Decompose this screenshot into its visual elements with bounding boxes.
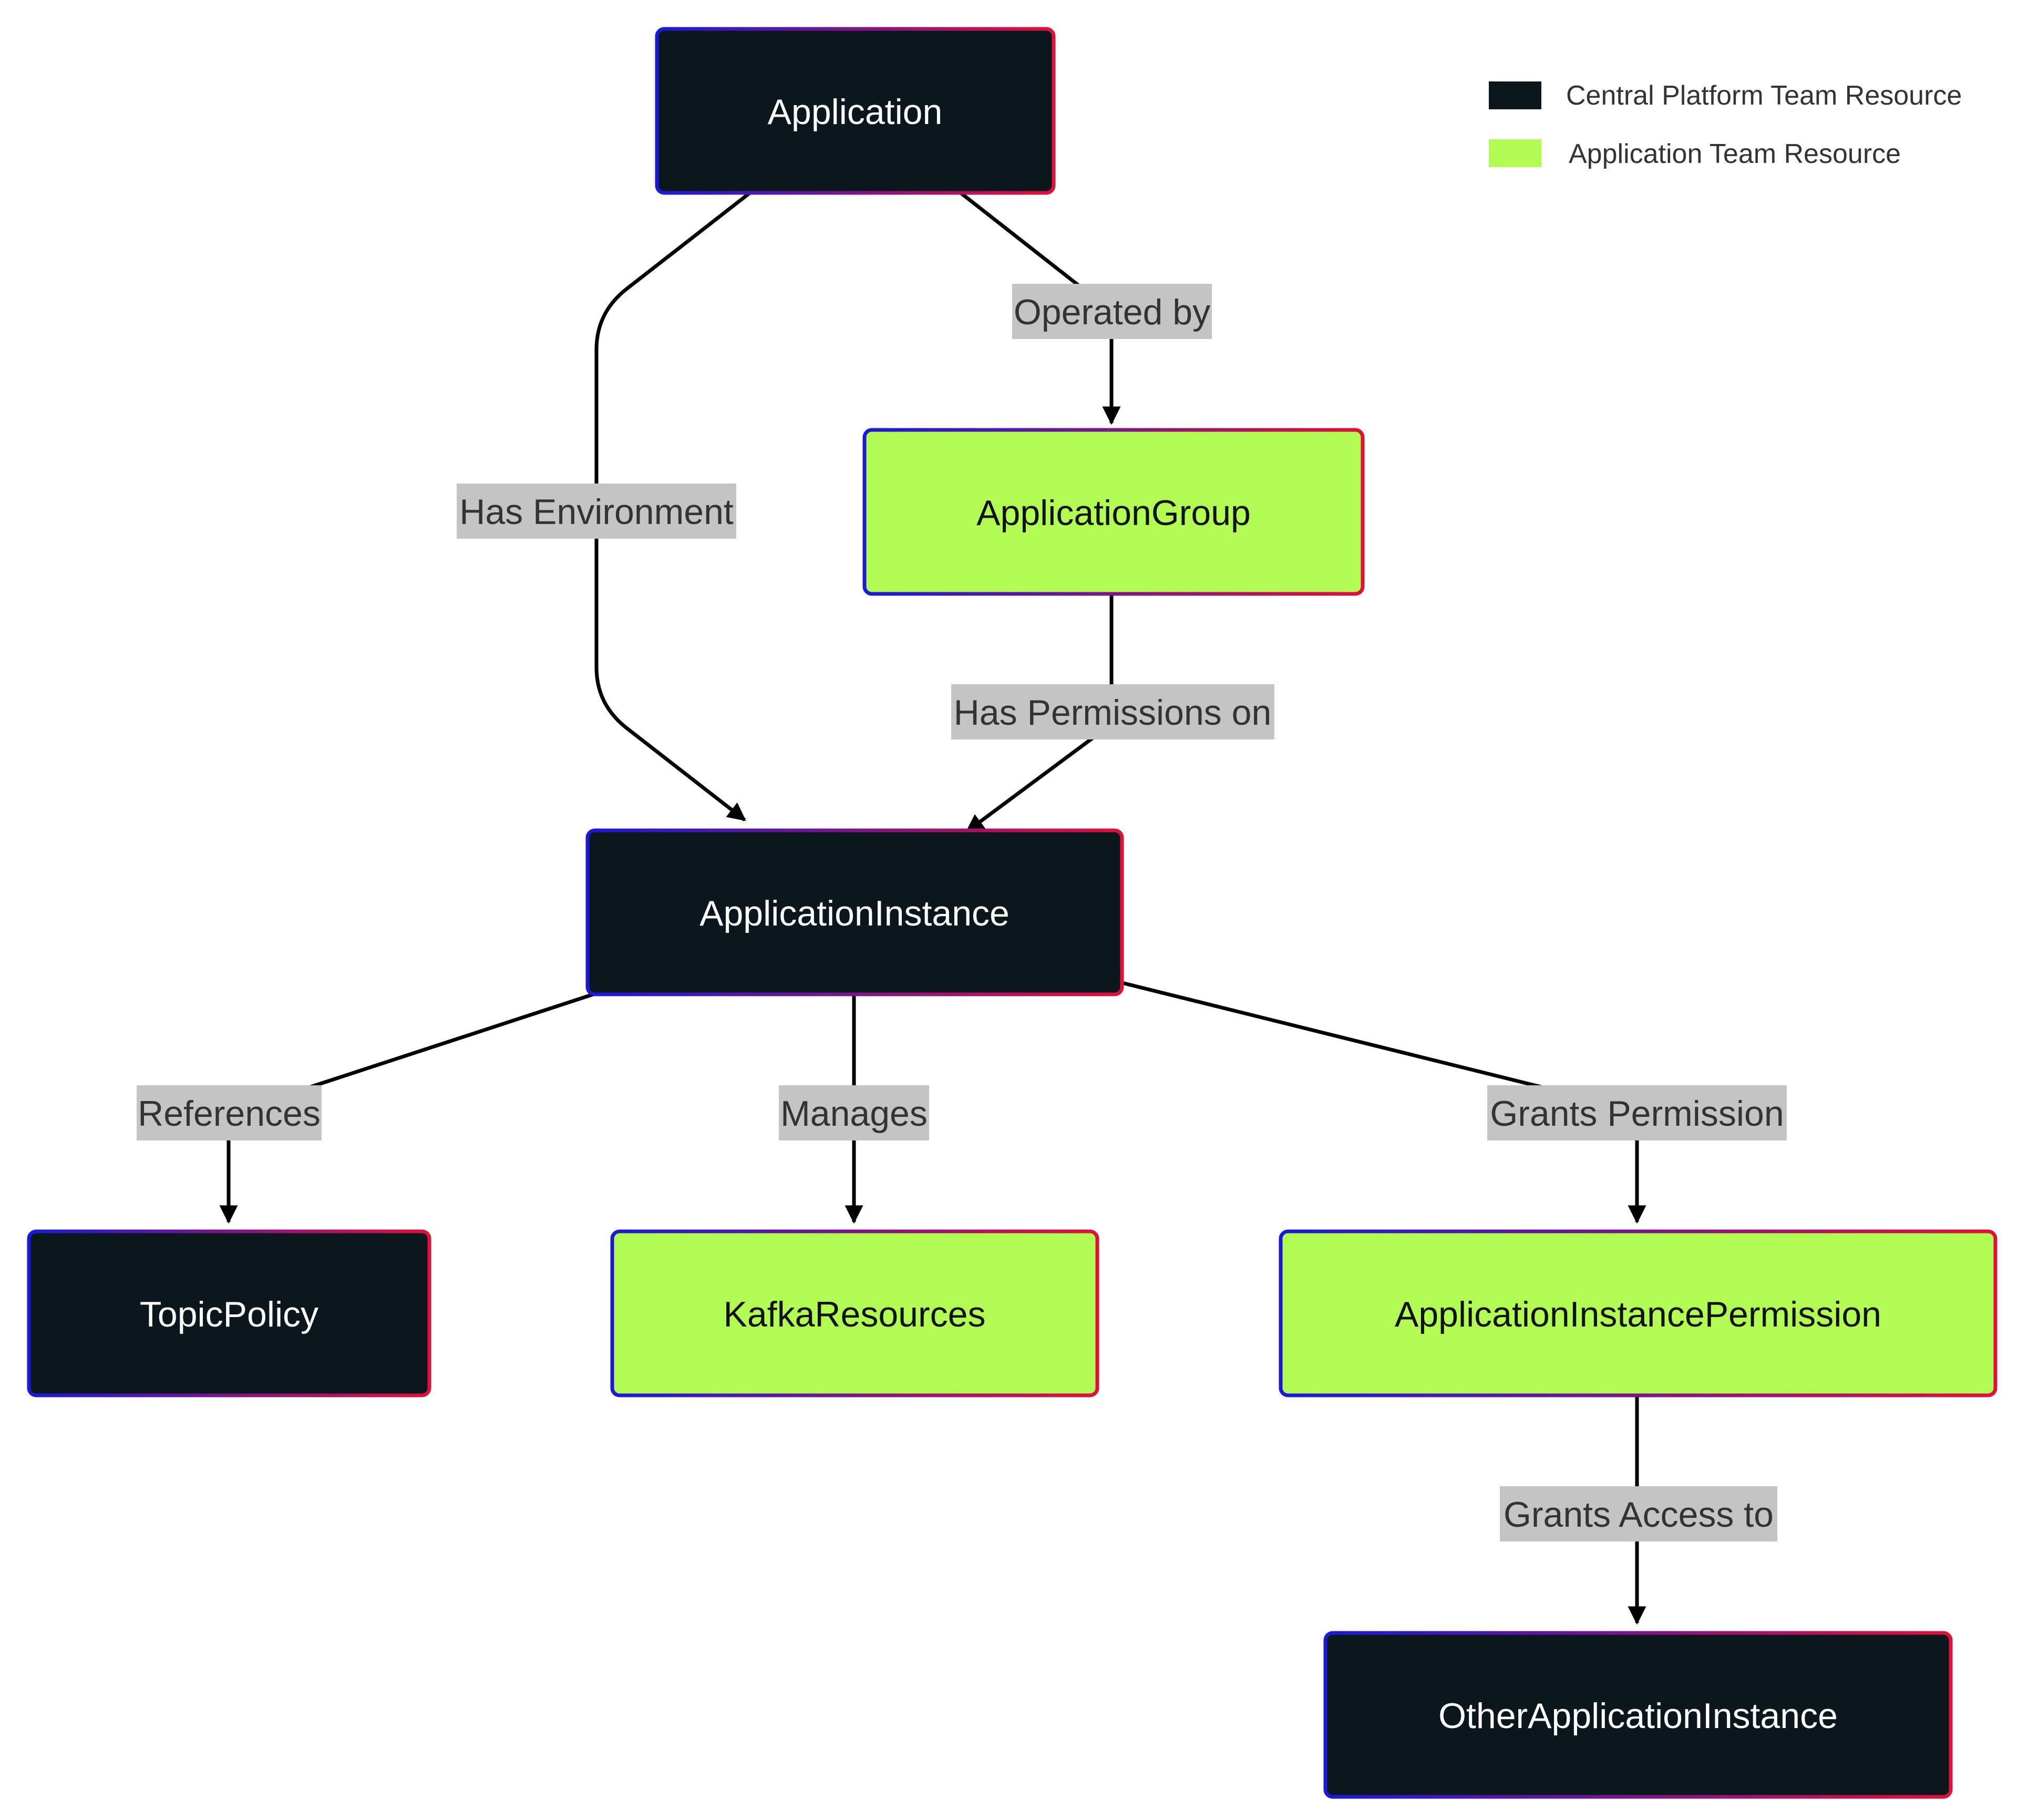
edge-label-manages: Manages	[779, 1085, 929, 1140]
edge-label-operated-by: Operated by	[1012, 284, 1212, 339]
edge-label-has-permissions-on: Has Permissions on	[951, 684, 1274, 739]
legend-swatch-app-team	[1489, 139, 1541, 167]
node-application-instance-permission[interactable]: ApplicationInstancePermission	[1279, 1229, 1998, 1397]
edge-label-grants-access-to: Grants Access to	[1500, 1486, 1777, 1541]
svg-text:Has Permissions on: Has Permissions on	[954, 693, 1272, 733]
svg-text:KafkaResources: KafkaResources	[724, 1294, 986, 1334]
svg-text:ApplicationInstance: ApplicationInstance	[699, 893, 1010, 933]
svg-text:Has Environment: Has Environment	[459, 492, 734, 532]
legend-item-application-team: Application Team Resource	[1489, 139, 1901, 169]
node-application-group[interactable]: ApplicationGroup	[862, 428, 1365, 596]
edge-label-has-environment: Has Environment	[457, 484, 736, 539]
node-application-instance[interactable]: ApplicationInstance	[585, 828, 1124, 996]
legend: Central Platform Team Resource Applicati…	[1489, 80, 1962, 169]
svg-text:Central Platform Team Resource: Central Platform Team Resource	[1566, 80, 1962, 111]
node-topic-policy[interactable]: TopicPolicy	[27, 1229, 431, 1397]
legend-swatch-central	[1489, 81, 1541, 109]
node-kafka-resources[interactable]: KafkaResources	[610, 1229, 1099, 1397]
legend-item-central-platform: Central Platform Team Resource	[1489, 80, 1962, 111]
svg-text:References: References	[138, 1094, 321, 1134]
svg-text:ApplicationInstancePermission: ApplicationInstancePermission	[1395, 1294, 1881, 1334]
svg-text:Operated by: Operated by	[1014, 292, 1210, 332]
svg-text:Application Team Resource: Application Team Resource	[1569, 139, 1901, 169]
node-application[interactable]: Application	[655, 27, 1056, 195]
svg-text:Application: Application	[768, 92, 943, 132]
node-other-application-instance[interactable]: OtherApplicationInstance	[1323, 1631, 1953, 1799]
edge-label-grants-permission: Grants Permission	[1487, 1085, 1787, 1140]
edge-label-references: References	[137, 1085, 322, 1140]
edge-labels: Has Environment Operated by Has Permissi…	[137, 284, 1787, 1541]
svg-text:TopicPolicy: TopicPolicy	[140, 1294, 318, 1334]
svg-text:ApplicationGroup: ApplicationGroup	[976, 493, 1251, 533]
svg-text:OtherApplicationInstance: OtherApplicationInstance	[1438, 1696, 1838, 1736]
svg-text:Grants Permission: Grants Permission	[1490, 1094, 1784, 1134]
svg-text:Manages: Manages	[780, 1094, 928, 1134]
nodes: Application ApplicationGroup Application…	[27, 27, 1998, 1799]
svg-text:Grants Access to: Grants Access to	[1504, 1495, 1774, 1535]
